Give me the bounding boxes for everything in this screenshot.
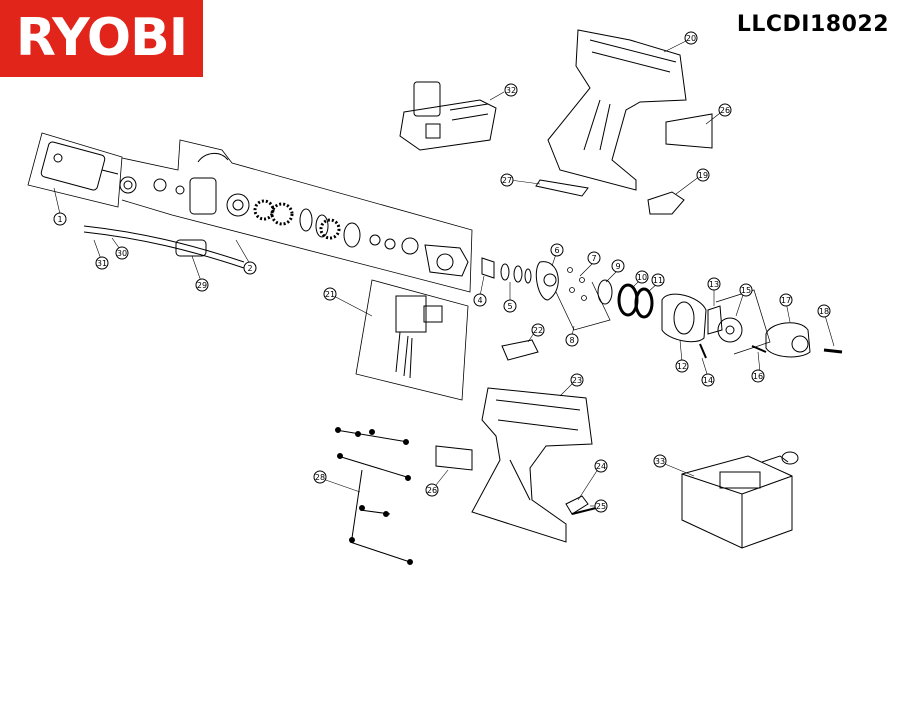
charger — [681, 451, 799, 549]
callout-27: 27 — [500, 173, 514, 187]
callout-26-bottom: 26 — [425, 483, 439, 497]
ryobi-logo: RYOBI — [0, 0, 203, 77]
svg-text:15: 15 — [741, 286, 751, 295]
svg-text:26: 26 — [427, 486, 437, 495]
callout-30: 30 — [115, 246, 129, 260]
svg-text:31: 31 — [97, 259, 107, 268]
svg-text:19: 19 — [698, 171, 708, 180]
svg-text:23: 23 — [572, 376, 582, 385]
svg-text:32: 32 — [506, 86, 516, 95]
callout-1: 1 — [53, 212, 67, 226]
svg-text:6: 6 — [554, 246, 559, 255]
callout-28: 28 — [313, 470, 327, 484]
callout-16: 16 — [751, 369, 765, 383]
callout-15: 15 — [739, 283, 753, 297]
svg-text:8: 8 — [569, 336, 574, 345]
callout-26-top: 26 — [718, 103, 732, 117]
switch-assembly — [355, 279, 469, 401]
svg-text:11: 11 — [653, 276, 663, 285]
callouts: 1 2 4 5 6 7 8 9 10 11 12 13 14 15 16 17 … — [53, 31, 831, 513]
callout-23: 23 — [570, 373, 584, 387]
callout-29: 29 — [195, 278, 209, 292]
callout-11: 11 — [651, 273, 665, 287]
svg-text:13: 13 — [709, 280, 719, 289]
callout-24: 24 — [594, 459, 608, 473]
callout-22: 22 — [531, 323, 545, 337]
callout-6: 6 — [550, 243, 564, 257]
svg-text:10: 10 — [637, 273, 647, 282]
svg-text:9: 9 — [615, 262, 620, 271]
callout-21: 21 — [323, 287, 337, 301]
model-number: LLCDI18022 — [736, 12, 889, 37]
svg-text:28: 28 — [315, 473, 325, 482]
svg-text:33: 33 — [655, 457, 665, 466]
gearbox-assembly — [119, 139, 473, 293]
wire-harness — [83, 225, 245, 269]
callout-32: 32 — [504, 83, 518, 97]
logo-text: RYOBI — [15, 8, 188, 68]
svg-text:18: 18 — [819, 307, 829, 316]
svg-text:12: 12 — [677, 362, 687, 371]
svg-text:5: 5 — [507, 302, 512, 311]
leader-lines — [53, 39, 835, 507]
svg-text:17: 17 — [781, 296, 791, 305]
svg-text:29: 29 — [197, 281, 207, 290]
svg-text:2: 2 — [247, 264, 252, 273]
svg-text:14: 14 — [703, 376, 713, 385]
callout-12: 12 — [675, 359, 689, 373]
svg-text:21: 21 — [325, 290, 335, 299]
svg-text:27: 27 — [502, 176, 512, 185]
callout-5: 5 — [503, 299, 517, 313]
svg-text:26: 26 — [720, 106, 730, 115]
callout-14: 14 — [701, 373, 715, 387]
housing-half-top — [547, 29, 687, 191]
callout-18: 18 — [817, 304, 831, 318]
callout-4: 4 — [473, 293, 487, 307]
callout-31: 31 — [95, 256, 109, 270]
small-parts — [435, 113, 713, 515]
callout-25: 25 — [594, 499, 608, 513]
battery-pack — [399, 81, 497, 151]
svg-text:1: 1 — [57, 215, 62, 224]
svg-text:22: 22 — [533, 326, 543, 335]
transmission-parts — [481, 257, 843, 359]
svg-text:30: 30 — [117, 249, 127, 258]
svg-text:16: 16 — [753, 372, 763, 381]
callout-17: 17 — [779, 293, 793, 307]
callout-19: 19 — [696, 168, 710, 182]
callout-2: 2 — [243, 261, 257, 275]
callout-9: 9 — [611, 259, 625, 273]
motor-part — [27, 132, 123, 208]
svg-text:4: 4 — [477, 296, 482, 305]
svg-text:7: 7 — [591, 254, 596, 263]
svg-text:25: 25 — [596, 502, 606, 511]
callout-7: 7 — [587, 251, 601, 265]
callout-13: 13 — [707, 277, 721, 291]
screw-set — [335, 427, 413, 565]
housing-half-bottom — [471, 387, 593, 543]
callout-10: 10 — [635, 270, 649, 284]
callout-33: 33 — [653, 454, 667, 468]
callout-20: 20 — [684, 31, 698, 45]
svg-text:20: 20 — [686, 34, 696, 43]
svg-text:24: 24 — [596, 462, 606, 471]
callout-8: 8 — [565, 333, 579, 347]
